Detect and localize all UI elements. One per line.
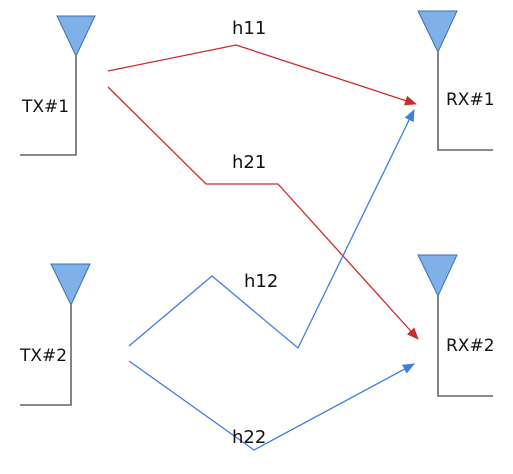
channel-path-h22 xyxy=(128,360,415,451)
channel-label-h11: h11 xyxy=(232,18,266,39)
rx1-label: RX#1 xyxy=(446,90,495,110)
channel-label-h21: h21 xyxy=(232,152,266,173)
antenna-icon xyxy=(50,263,91,307)
rx2-antenna xyxy=(417,254,493,397)
antenna-mount xyxy=(20,305,72,406)
antenna-icon xyxy=(56,15,96,58)
tx2-antenna xyxy=(20,263,91,406)
tx1-label: TX#1 xyxy=(21,97,69,117)
antenna-icon xyxy=(417,254,458,298)
rx2-label: RX#2 xyxy=(446,336,495,356)
tx1-antenna xyxy=(20,15,96,156)
channel-path-h21 xyxy=(107,86,419,340)
tx2-label: TX#2 xyxy=(19,346,67,366)
channel-path-h12 xyxy=(128,109,415,350)
rx1-antenna xyxy=(417,10,493,151)
channel-path-h11 xyxy=(107,44,417,106)
channel-label-h22: h22 xyxy=(232,427,266,448)
antenna-mount xyxy=(437,296,493,397)
channel-label-h12: h12 xyxy=(244,271,278,292)
antenna-mount xyxy=(437,52,493,151)
antenna-icon xyxy=(417,10,458,54)
antenna-mount xyxy=(20,56,77,156)
